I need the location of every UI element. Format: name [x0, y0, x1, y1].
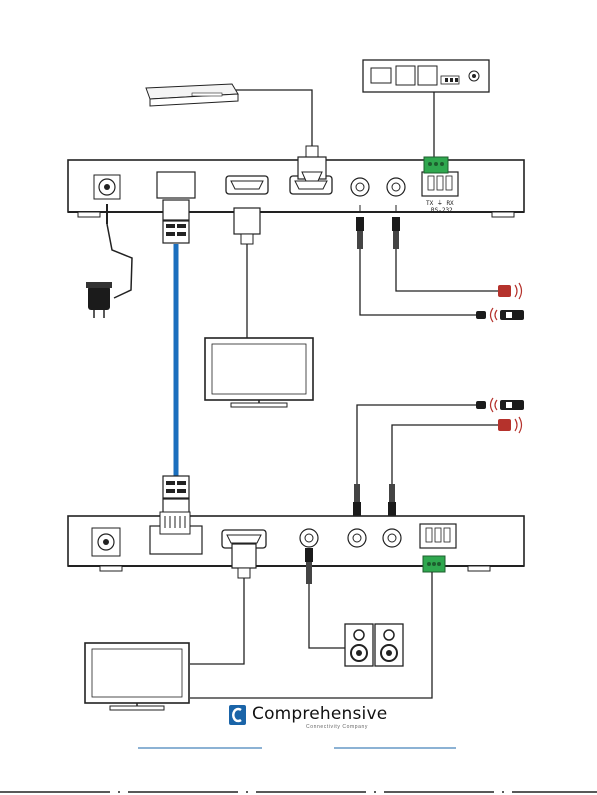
ir-emitter-icon: [498, 283, 522, 299]
ir-receiver-icon: [476, 308, 524, 322]
hdmi-cable-display-bottom: [190, 578, 244, 664]
ir-receiver-icon: [476, 398, 524, 412]
audio-plug-rx: [305, 548, 313, 584]
speaker-icon: [345, 624, 403, 666]
ir-cable-rx-receiver: [357, 405, 478, 484]
ir-cable-tx-emitter: [396, 249, 498, 291]
hdmi-cable-source: [236, 90, 312, 148]
terminal-block-plug-tx: [424, 157, 448, 173]
hdmi-plug-source: [298, 146, 326, 181]
hdmi-plug-display-bottom: [232, 544, 256, 578]
hdmi-plug-display-top: [234, 208, 260, 244]
receiver-unit: [68, 512, 524, 571]
brand-tagline: Connectivity Company: [306, 724, 368, 730]
hdbaset-cable: [163, 200, 189, 519]
power-adapter-icon: [86, 204, 132, 318]
ir-cable-rx-emitter: [392, 425, 498, 484]
brand-block: Comprehensive Connectivity Company: [228, 703, 388, 731]
terminal-block-plug-rx: [423, 556, 445, 572]
source-player-icon: [146, 84, 238, 106]
display-icon: [85, 643, 189, 710]
display-icon: [205, 338, 313, 407]
audio-cable: [309, 584, 345, 648]
brand-name: Comprehensive: [252, 704, 387, 724]
transmitter-unit: TX ⏚ RX RS-232: [68, 160, 524, 217]
rs232-port-label: RS-232: [431, 207, 453, 214]
rs232-pin-label: TX ⏚ RX: [426, 200, 454, 207]
ir-emitter-icon: [498, 417, 522, 433]
ir-plugs-rx: [353, 484, 396, 516]
control-system-icon: [363, 60, 489, 92]
ir-plugs-tx: [356, 217, 400, 249]
ir-cable-tx-receiver: [360, 249, 478, 315]
